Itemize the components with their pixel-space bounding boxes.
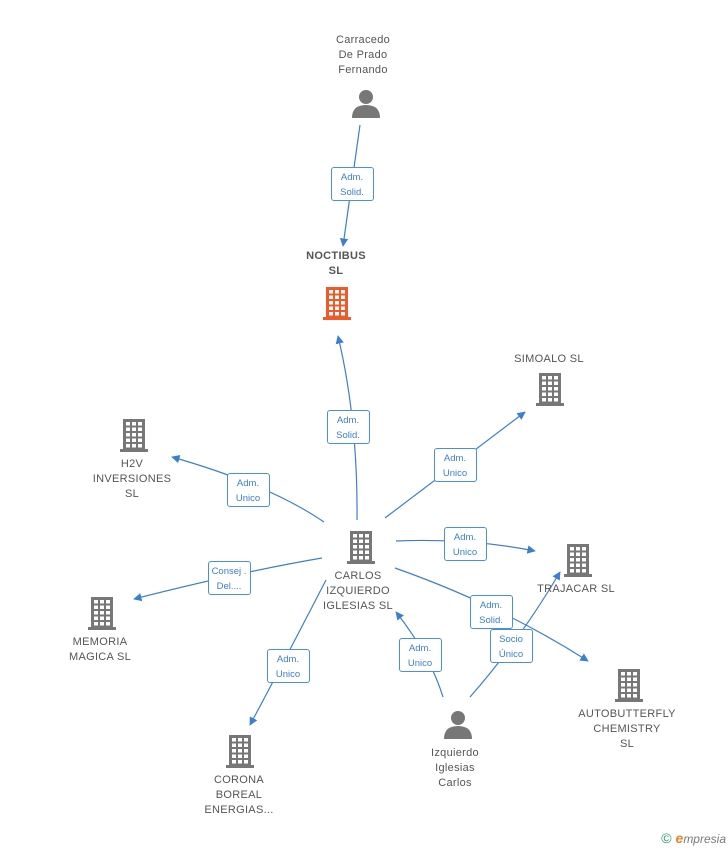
brand-initial: e [675, 830, 684, 846]
node-label-simoalo[interactable]: SIMOALO SL [514, 352, 584, 365]
edge-label-carlos_sl-to-trajacar[interactable]: Adm. Unico [443, 527, 487, 561]
node-label-autobutterfly[interactable]: AUTOBUTTERFLY CHEMISTRY SL [578, 707, 676, 750]
node-label-corona[interactable]: CORONA BOREAL ENERGIAS... [204, 773, 274, 816]
node-label-h2v[interactable]: H2V INVERSIONES SL [92, 457, 172, 500]
node-label-noctibus[interactable]: NOCTIBUS SL [306, 250, 366, 277]
edge-label-carracedo-to-noctibus[interactable]: Adm. Solid. [330, 167, 374, 201]
edge-label-izquierdo-to-trajacar[interactable]: Socio Único [489, 629, 533, 663]
person-icon-carracedo[interactable] [351, 88, 381, 123]
company-icon-corona[interactable] [226, 734, 254, 773]
edge-label-carlos_sl-to-noctibus[interactable]: Adm. Solid. [326, 410, 370, 444]
person-icon-izquierdo[interactable] [443, 709, 473, 744]
company-icon-noctibus[interactable] [323, 286, 351, 325]
node-label-izquierdo[interactable]: Izquierdo Iglesias Carlos [431, 746, 479, 789]
brand-name: mpresia [683, 832, 726, 846]
edge-label-carlos_sl-to-simoalo[interactable]: Adm. Unico [433, 448, 477, 482]
node-label-carracedo[interactable]: Carracedo De Prado Fernando [335, 33, 391, 76]
footer-brand[interactable]: ©empresia [661, 830, 726, 846]
edge-label-carlos_sl-to-corona[interactable]: Adm. Unico [266, 649, 310, 683]
company-icon-carlos_sl[interactable] [347, 530, 375, 569]
edge-label-carlos_sl-to-memoria[interactable]: Consej . Del.... [207, 561, 251, 595]
company-icon-h2v[interactable] [120, 418, 148, 457]
node-label-trajacar[interactable]: TRAJACAR SL [537, 582, 615, 595]
company-icon-simoalo[interactable] [536, 372, 564, 411]
node-label-carlos_sl[interactable]: CARLOS IZQUIERDO IGLESIAS SL [323, 569, 393, 612]
node-label-memoria[interactable]: MEMORIA MAGICA SL [69, 636, 131, 663]
copyright-symbol: © [661, 830, 672, 846]
edge-label-carlos_sl-to-h2v[interactable]: Adm. Unico [226, 473, 270, 507]
edge-label-carlos_sl-to-autobutterfly[interactable]: Adm. Solid. [469, 595, 513, 629]
company-icon-autobutterfly[interactable] [615, 668, 643, 707]
company-icon-memoria[interactable] [88, 596, 116, 635]
edge-label-izquierdo-to-carlos_sl[interactable]: Adm. Unico [398, 638, 442, 672]
company-icon-trajacar[interactable] [564, 543, 592, 582]
